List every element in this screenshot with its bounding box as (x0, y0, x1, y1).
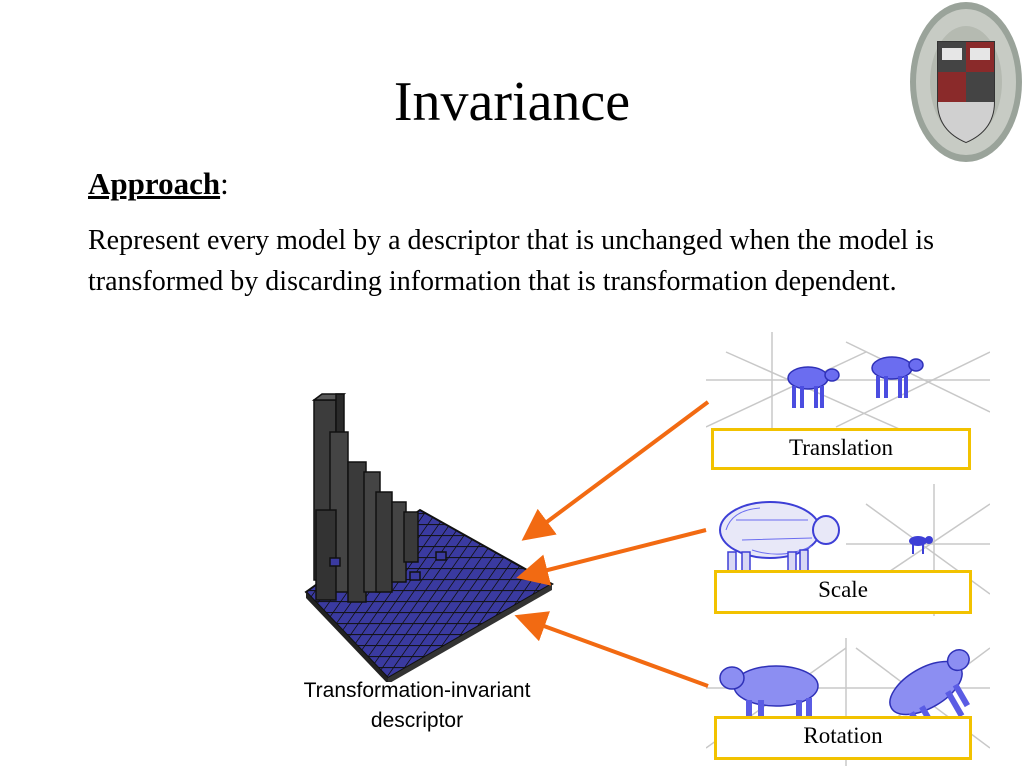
rotation-panel: Rotation (706, 638, 990, 766)
scale-grid (719, 484, 990, 616)
translation-arrow (521, 400, 710, 541)
caption-line-1: Transformation-invariant (303, 679, 531, 702)
cow-mesh-icon (719, 665, 819, 730)
cow-mesh-icon (871, 356, 924, 398)
cow-mesh-icon (787, 366, 840, 408)
rotation-label: Rotation (714, 716, 972, 760)
translation-label: Translation (711, 428, 971, 470)
3d-histogram-icon (304, 393, 555, 682)
page-title: Invariance (393, 71, 631, 133)
rotation-arrow (514, 611, 709, 688)
approach-description: Represent every model by a descriptor th… (88, 225, 934, 297)
translation-grid (706, 332, 990, 432)
scale-arrow (516, 528, 707, 586)
descriptor-caption: Transformation-invariant descriptor (262, 676, 572, 736)
university-seal-icon (910, 2, 1022, 162)
translation-panel: Translation (706, 332, 990, 472)
arrows (514, 400, 710, 688)
cow-mesh-icon (909, 536, 933, 554)
approach-colon: : (220, 166, 229, 201)
approach-heading: Approach: (88, 166, 229, 202)
scale-panel: Scale (706, 484, 990, 616)
caption-line-2: descriptor (370, 709, 464, 732)
approach-label: Approach (88, 166, 221, 201)
scale-label: Scale (714, 570, 972, 614)
